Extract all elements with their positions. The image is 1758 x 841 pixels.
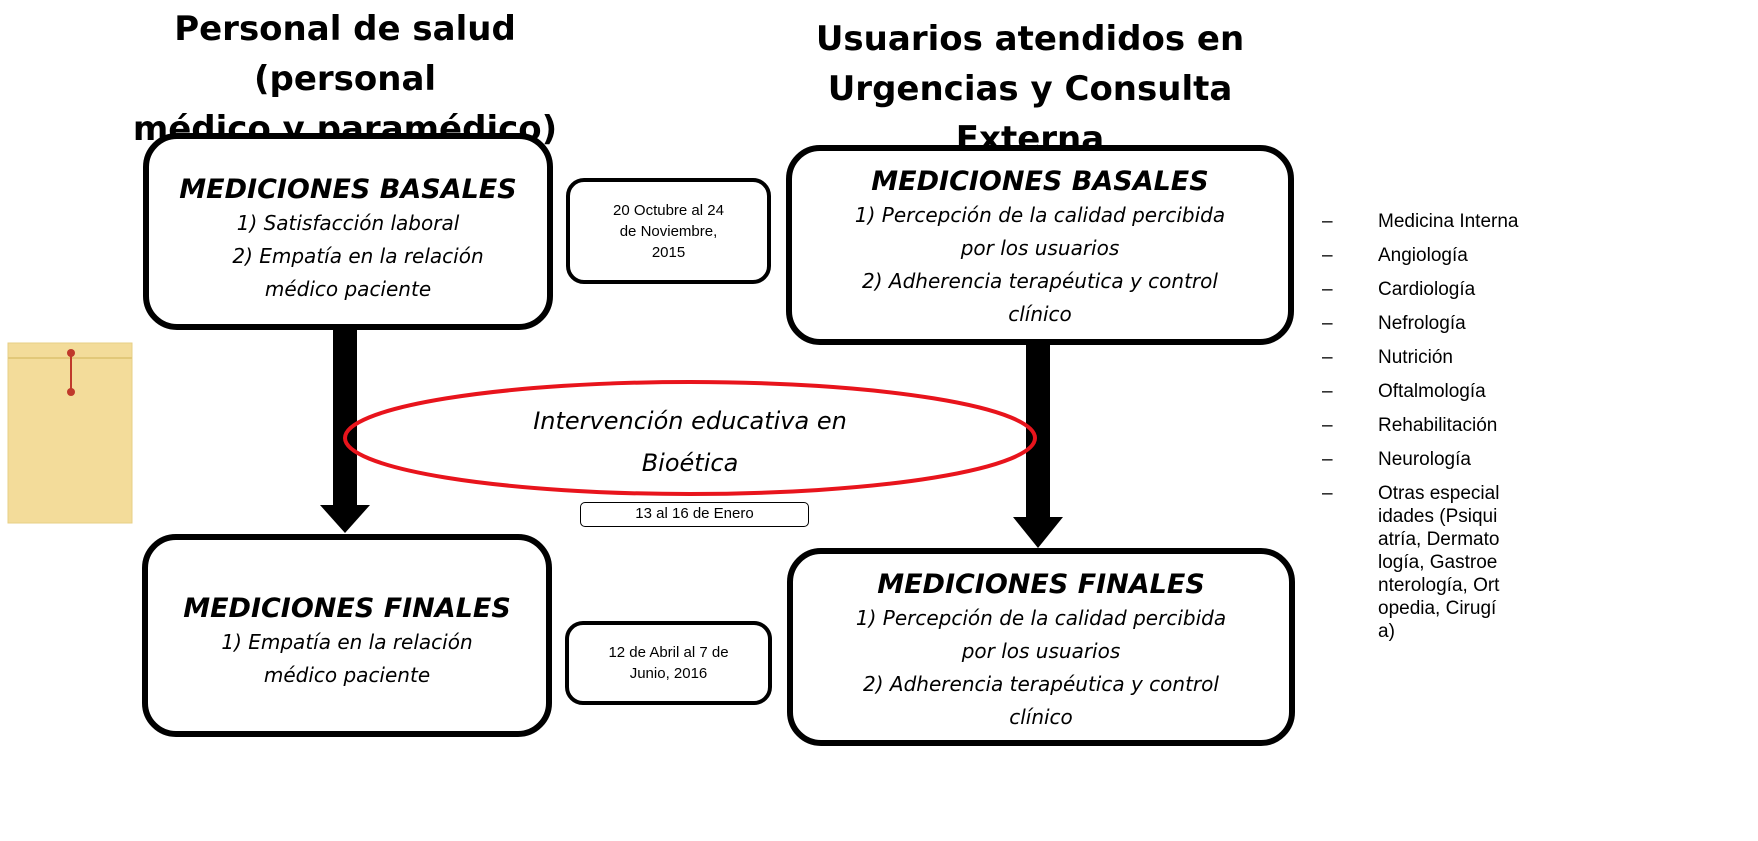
specialties-list: – Medicina Interna – Angiología – Cardiolog… (1302, 210, 1752, 654)
right-final-measurements-box: MEDICIONES FINALES 1) Percepción de la c… (787, 548, 1295, 746)
bullet-dash: – (1322, 381, 1333, 402)
intervention-label: Intervención educativa en Bioética (430, 400, 950, 484)
final-date-line-2: Junio, 2016 (629, 665, 708, 682)
left-final-title: MEDICIONES FINALES (183, 593, 511, 624)
basal-date-box: 20 Octubre al 24 de Noviembre, 2015 (566, 178, 771, 284)
heading-health-staff: Personal de salud (personal médico y par… (100, 4, 590, 154)
arrow-left-down (320, 325, 370, 533)
heading-right-line-2: Urgencias y Consulta Externa (827, 69, 1233, 159)
specialty-label: Medicina Interna (1378, 211, 1519, 232)
left-basal-title: MEDICIONES BASALES (179, 174, 517, 205)
bullet-dash: – (1322, 245, 1333, 266)
intervention-line-2: Bioética (641, 449, 739, 477)
specialty-label: Angiología (1378, 245, 1468, 266)
specialty-label: Nefrología (1378, 313, 1466, 334)
final-date-line-1: 12 de Abril al 7 de (608, 644, 729, 661)
right-basal-item-3: 2) Adherencia terapéutica y control (862, 269, 1218, 293)
intervention-ellipse (343, 380, 1037, 496)
right-final-item-4: clínico (1009, 705, 1073, 729)
right-final-item-2: por los usuarios (961, 639, 1121, 663)
left-final-item-2: médico paciente (263, 663, 431, 687)
bullet-dash: – (1322, 279, 1333, 300)
right-basal-title: MEDICIONES BASALES (871, 166, 1209, 197)
bullet-dash: – (1322, 483, 1333, 504)
bullet-dash: – (1322, 449, 1333, 470)
final-date-box: 12 de Abril al 7 de Junio, 2016 (565, 621, 772, 705)
left-basal-item-1: 1) Satisfacción laboral (236, 211, 460, 235)
right-basal-item-2: por los usuarios (960, 236, 1120, 260)
arrow-right-down (1013, 342, 1063, 548)
specialty-label: Otras especialidades (Psiquiatría, Derma… (1378, 483, 1500, 642)
right-final-title: MEDICIONES FINALES (877, 569, 1205, 600)
specialty-item: – Cardiología (1302, 278, 1752, 301)
right-basal-item-1: 1) Percepción de la calidad percibida (854, 203, 1226, 227)
specialty-label: Cardiología (1378, 279, 1476, 300)
specialty-label: Neurología (1378, 449, 1471, 470)
bullet-dash: – (1322, 415, 1333, 436)
specialty-item: – Neurología (1302, 448, 1752, 471)
specialty-label: Rehabilitación (1378, 415, 1498, 436)
bullet-dash: – (1322, 313, 1333, 334)
specialty-label: Nutrición (1378, 347, 1453, 368)
basal-date-line-3: 2015 (651, 243, 686, 261)
right-final-item-1: 1) Percepción de la calidad percibida (855, 606, 1227, 630)
bullet-dash: – (1322, 211, 1333, 232)
specialty-item: – Oftalmología (1302, 380, 1752, 403)
right-basal-item-4: clínico (1008, 302, 1072, 326)
left-final-measurements-box: MEDICIONES FINALES 1) Empatía en la rela… (142, 534, 552, 737)
basal-date-line-2: de Noviembre, (619, 222, 718, 240)
right-basal-measurements-box: MEDICIONES BASALES 1) Percepción de la c… (786, 145, 1294, 345)
specialty-item: – Otras especialidades (Psiquiatría, Derm… (1302, 482, 1752, 643)
basal-date-line-1: 20 Octubre al 24 (613, 201, 724, 219)
right-final-item-3: 2) Adherencia terapéutica y control (863, 672, 1219, 696)
left-basal-item-2: 2) Empatía en la relación (232, 244, 484, 268)
heading-users-attended: Usuarios atendidos en Urgencias y Consul… (760, 14, 1300, 164)
specialty-label: Oftalmología (1378, 381, 1486, 402)
left-basal-measurements-box: MEDICIONES BASALES 1) Satisfacción labor… (143, 133, 553, 330)
intervention-line-1: Intervención educativa en (533, 407, 847, 435)
specialty-item: – Nefrología (1302, 312, 1752, 335)
left-final-item-1: 1) Empatía en la relación (221, 630, 473, 654)
left-basal-item-3: médico paciente (264, 277, 432, 301)
heading-left-line-1: Personal de salud (personal (174, 9, 516, 99)
bullet-dash: – (1322, 347, 1333, 368)
specialty-item: – Angiología (1302, 244, 1752, 267)
heading-right-line-1: Usuarios atendidos en (815, 19, 1245, 59)
intervention-date-box: 13 al 16 de Enero (580, 502, 809, 527)
specialty-item: – Rehabilitación (1302, 414, 1752, 437)
envelope-icon (7, 342, 133, 524)
specialty-item: – Nutrición (1302, 346, 1752, 369)
specialty-item: – Medicina Interna (1302, 210, 1752, 233)
